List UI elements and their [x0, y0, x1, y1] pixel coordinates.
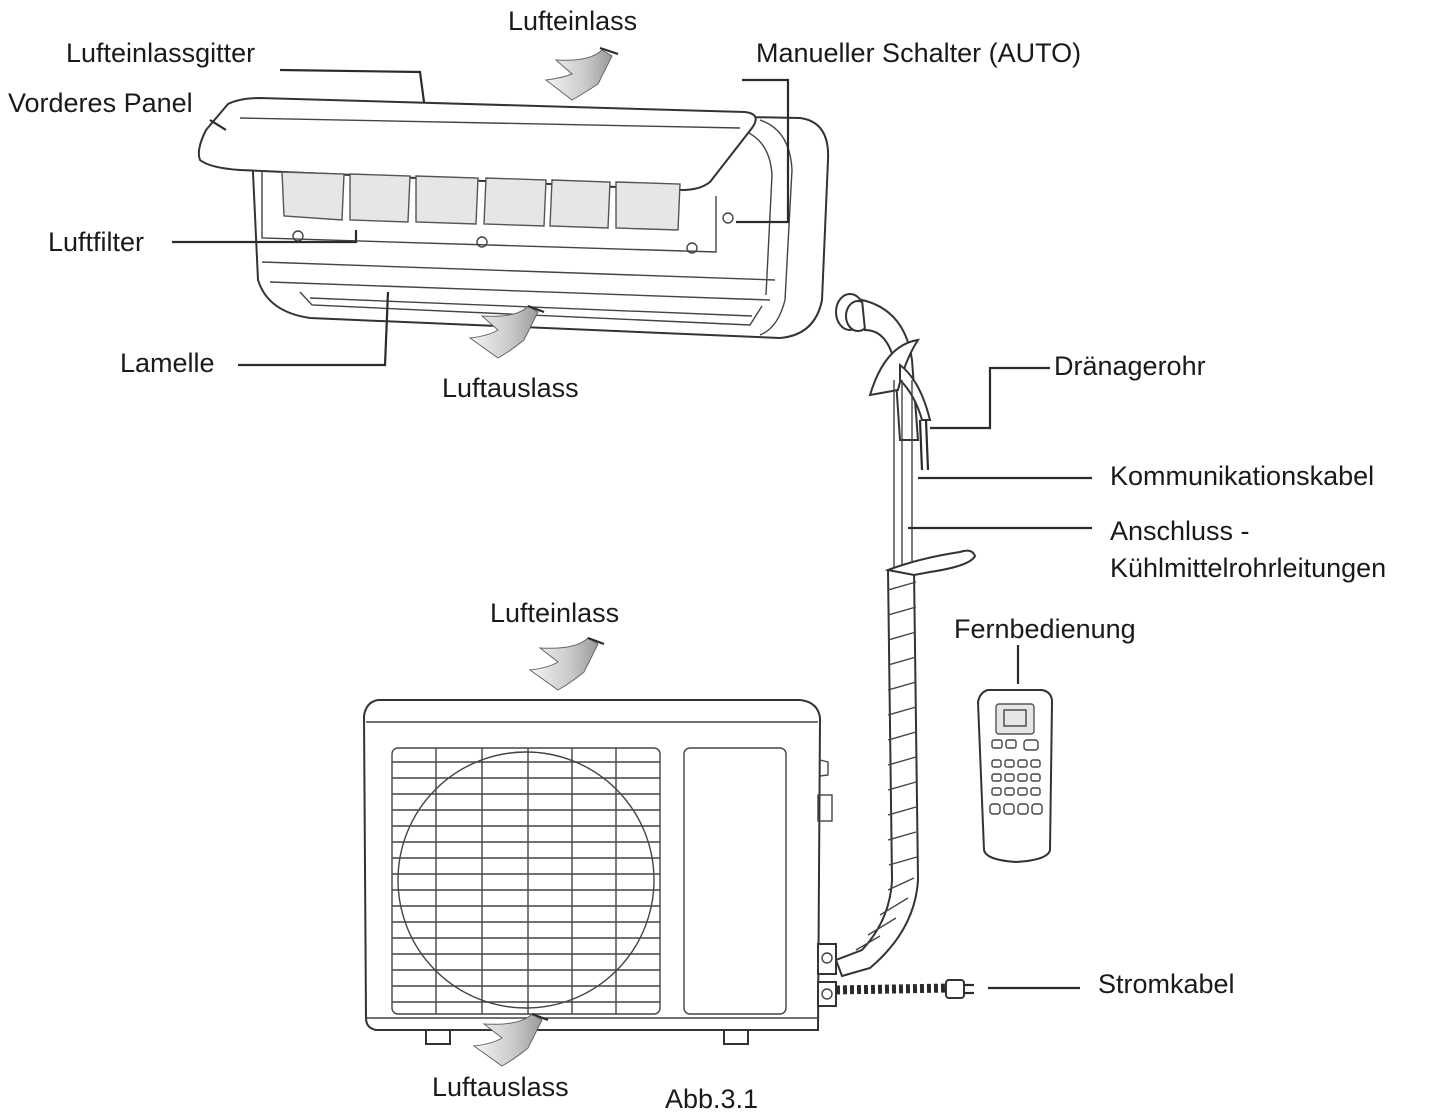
label-front-panel: Vorderes Panel [8, 88, 193, 118]
label-air-filter: Luftfilter [48, 227, 145, 257]
label-communication-cable: Kommunikationskabel [1110, 461, 1375, 491]
outdoor-unit [362, 699, 837, 1045]
label-refrigerant-line-1: Anschluss - [1110, 516, 1250, 546]
remote-control-drawing [976, 689, 1054, 864]
label-manual-switch: Manueller Schalter (AUTO) [756, 38, 1082, 68]
indoor-leader-lines [172, 68, 790, 367]
label-refrigerant-line-2: Kühlmittelrohrleitungen [1110, 553, 1387, 583]
airflow-arrows [468, 46, 619, 1067]
label-air-inlet-top: Lufteinlass [508, 6, 638, 36]
power-cable-drawing [835, 979, 974, 999]
right-leader-lines [908, 366, 1092, 990]
label-air-outlet-indoor: Luftauslass [442, 373, 579, 403]
figure-caption: Abb.3.1 [665, 1084, 759, 1114]
label-drain-pipe: Dränagerohr [1054, 351, 1206, 381]
fan-grille-bars [392, 748, 660, 1014]
label-air-inlet-outdoor: Lufteinlass [490, 598, 620, 628]
label-air-inlet-grille: Lufteinlassgitter [66, 38, 256, 68]
indoor-unit [197, 96, 830, 340]
label-air-outlet-outdoor: Luftauslass [432, 1072, 569, 1102]
air-filter-panels [281, 171, 681, 231]
pipe-bundle [834, 293, 977, 978]
label-remote-control: Fernbedienung [954, 614, 1136, 644]
label-power-cable: Stromkabel [1098, 969, 1235, 999]
label-louver: Lamelle [120, 348, 215, 378]
